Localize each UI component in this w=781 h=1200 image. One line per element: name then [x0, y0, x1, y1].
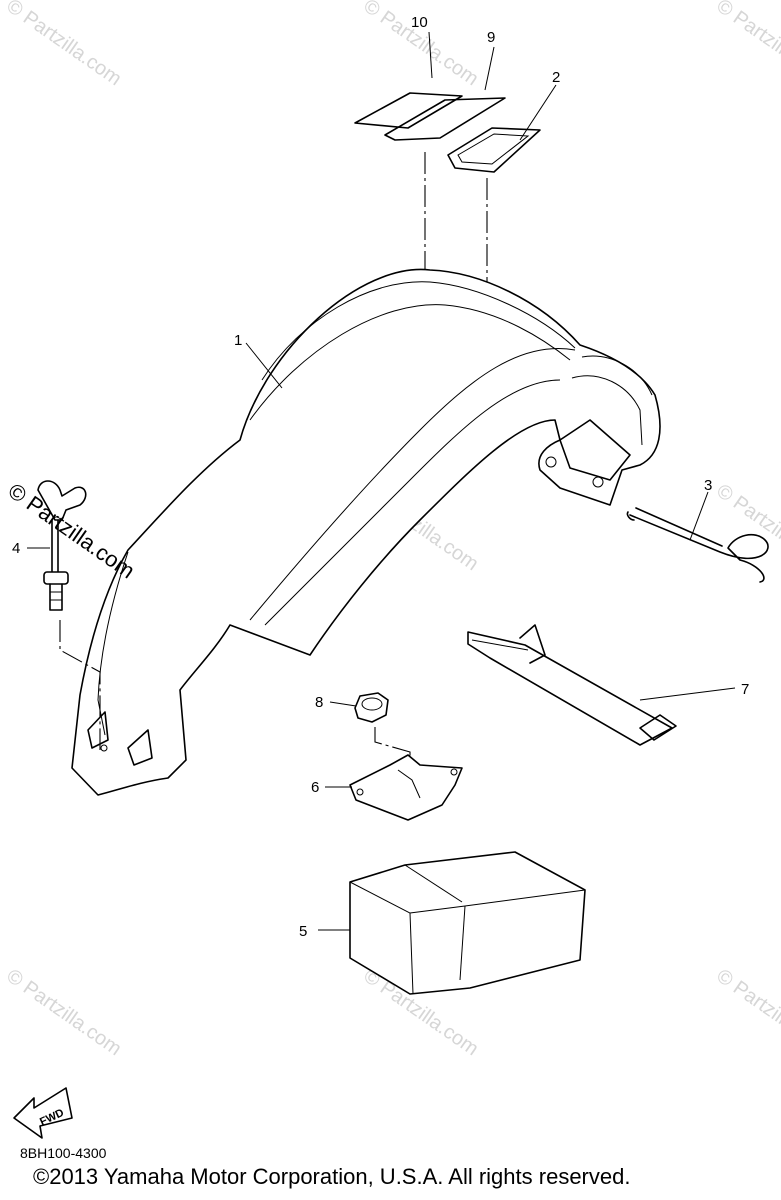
- callout-1: 1: [234, 332, 242, 349]
- fwd-arrow-icon: FWD: [13, 1087, 73, 1139]
- leader-line: [484, 46, 495, 91]
- leader-line: [689, 491, 709, 541]
- leader-line: [519, 84, 557, 141]
- leader-line: [245, 342, 283, 389]
- copyright-notice: ©2013 Yamaha Motor Corporation, U.S.A. A…: [33, 1164, 631, 1189]
- part-7-strap[interactable]: [467, 624, 677, 746]
- alignment-line: [59, 620, 101, 750]
- callout-6: 6: [311, 779, 319, 796]
- callout-4: 4: [12, 540, 20, 557]
- part-10-decal[interactable]: [354, 92, 463, 129]
- leader-line: [639, 687, 736, 701]
- diagram-code: 8BH100-4300: [20, 1145, 107, 1161]
- part-9-decal[interactable]: [384, 97, 506, 141]
- part-4-wing-bolt[interactable]: [37, 480, 87, 611]
- part-3-rod[interactable]: [626, 507, 769, 583]
- part-6-bracket[interactable]: [349, 754, 463, 821]
- callout-9: 9: [487, 29, 495, 46]
- callout-10: 10: [411, 14, 428, 31]
- callout-7: 7: [741, 681, 749, 698]
- callout-2: 2: [552, 69, 560, 86]
- callout-3: 3: [704, 477, 712, 494]
- part-2-emblem[interactable]: [447, 127, 541, 173]
- leader-line: [329, 701, 357, 707]
- part-5-box[interactable]: [349, 851, 586, 995]
- callout-5: 5: [299, 923, 307, 940]
- leader-line: [428, 31, 433, 79]
- part-8-nut[interactable]: [354, 692, 389, 723]
- callout-8: 8: [315, 694, 323, 711]
- part-1-rear-fender[interactable]: [71, 268, 661, 796]
